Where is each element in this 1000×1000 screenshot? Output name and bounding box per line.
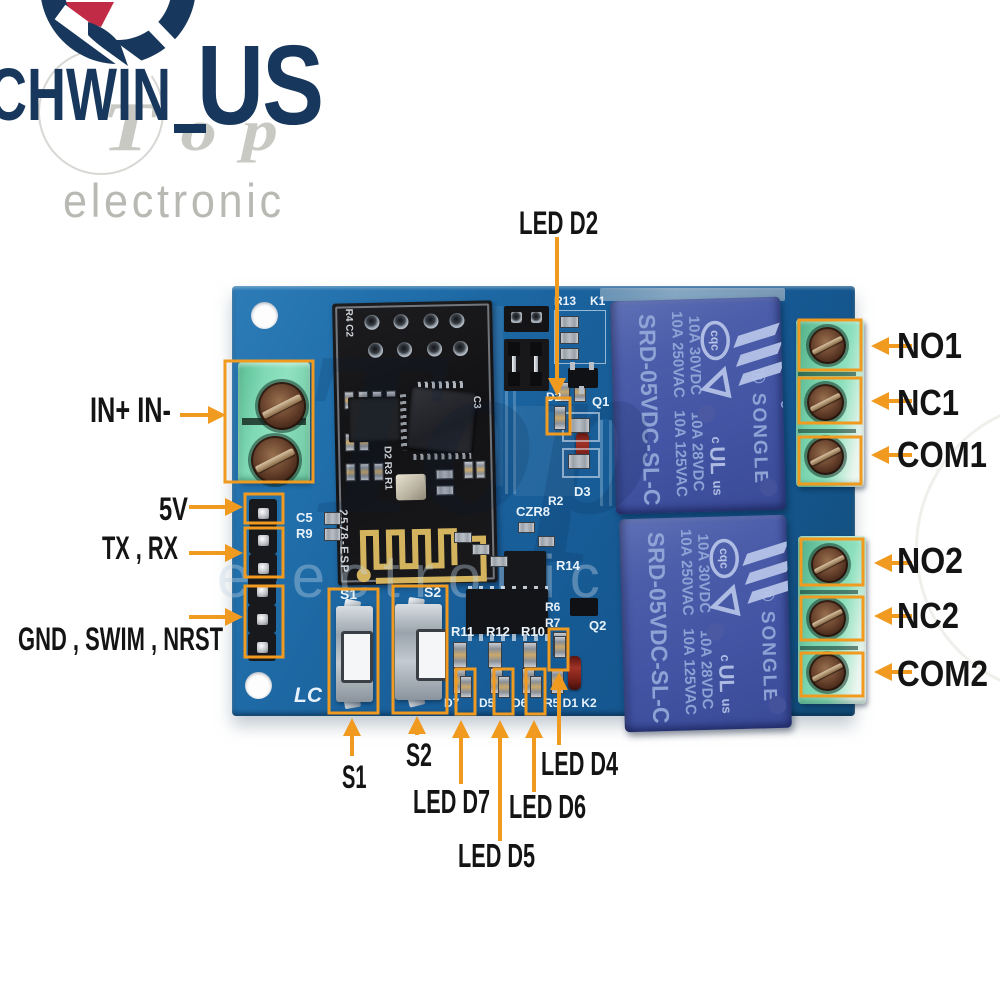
svg-text:UL: UL bbox=[714, 664, 738, 693]
svg-text:cqc: cqc bbox=[717, 548, 732, 569]
svg-text:us: us bbox=[719, 698, 734, 714]
svg-text:c: c bbox=[709, 436, 724, 444]
svg-text:us: us bbox=[710, 480, 725, 496]
svg-text:UL: UL bbox=[705, 446, 729, 475]
svg-text:cqc: cqc bbox=[708, 330, 723, 351]
svg-text:c: c bbox=[718, 654, 733, 662]
